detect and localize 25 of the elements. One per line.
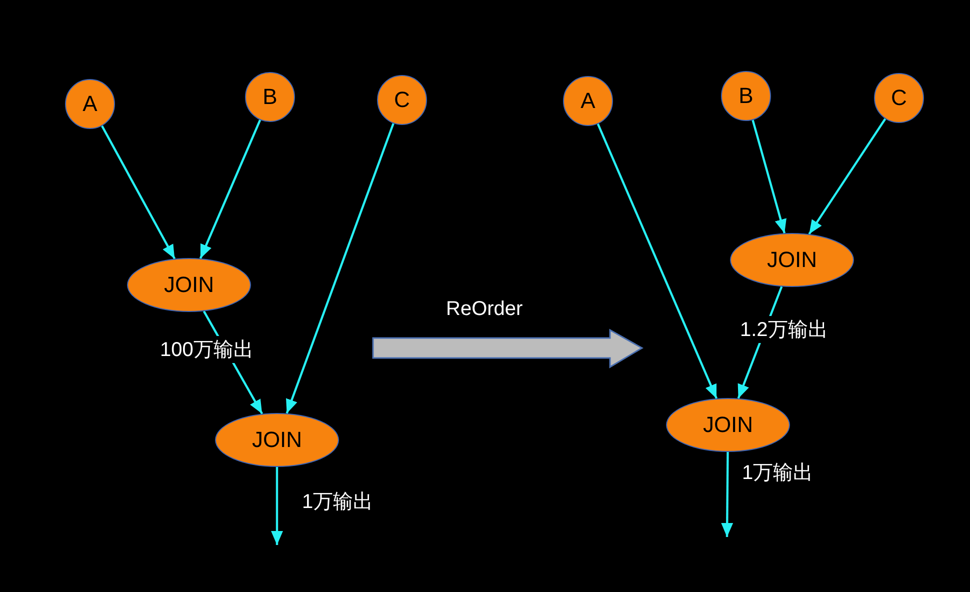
node-label: A [580, 88, 596, 114]
node-label: B [738, 83, 754, 109]
input-circle [721, 71, 771, 121]
input-circle [377, 75, 427, 125]
arrow [752, 120, 786, 234]
node-label: A [82, 91, 98, 117]
arrow [199, 120, 262, 259]
input-circle [563, 76, 613, 126]
arrow [271, 467, 283, 545]
arrow [596, 124, 718, 399]
input-circle [245, 72, 295, 122]
arrow [808, 118, 886, 235]
node-label: JOIN [702, 412, 754, 438]
input-circle [65, 79, 115, 129]
arrow [101, 125, 176, 260]
input-circle [874, 73, 924, 123]
arrow [721, 452, 734, 538]
arrow [286, 123, 394, 414]
node-label: C [891, 85, 907, 111]
node-label: B [262, 84, 278, 110]
node-label: JOIN [252, 427, 302, 453]
node-label: JOIN [766, 247, 818, 273]
arrow-label: ReOrder [446, 298, 523, 321]
node-label: C [394, 87, 410, 113]
node-label: JOIN [164, 272, 214, 298]
